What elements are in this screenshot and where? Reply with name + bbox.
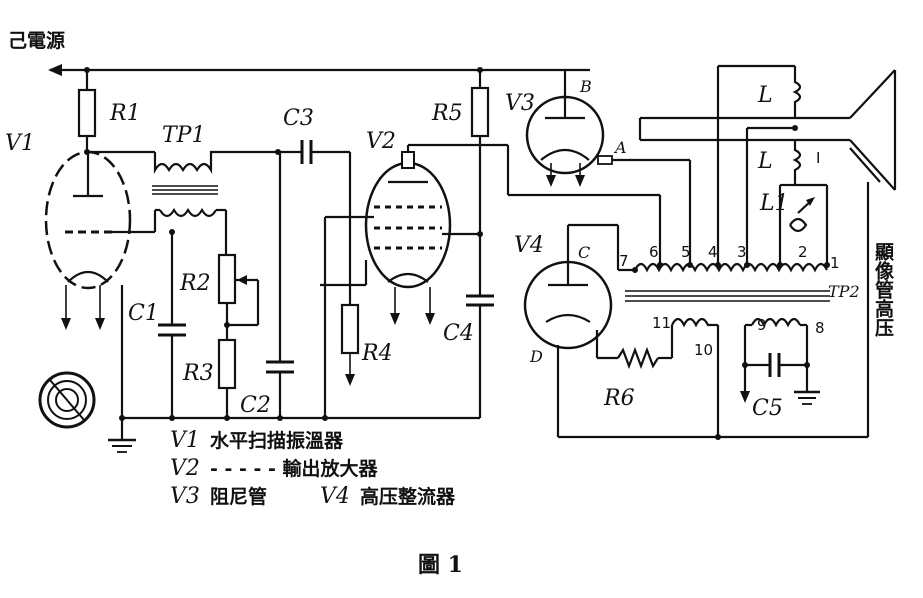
tap-number: 6 (649, 243, 659, 261)
capacitor-c2 (266, 152, 294, 418)
capacitor-c1 (158, 229, 186, 418)
ground-bus (108, 285, 480, 453)
legend-text: 阻尼管 (210, 485, 267, 508)
label-r5: R5 (431, 101, 463, 126)
label-c4: C4 (443, 321, 474, 346)
resistor-r1 (77, 70, 155, 155)
tube-v3 (506, 70, 692, 265)
figure-caption: 圖 1 (418, 552, 463, 578)
label-c5: C5 (752, 396, 783, 421)
label-d: D (529, 347, 543, 366)
tap-number: 11 (652, 314, 671, 332)
label-r4: R4 (361, 341, 393, 366)
tap-number: 1 (830, 254, 840, 272)
tap-number: 10 (694, 341, 713, 359)
transformer-tp2 (625, 262, 830, 437)
tube-v2 (320, 143, 508, 418)
tap-number: 9 (757, 316, 767, 334)
tap-number: 2 (798, 243, 808, 261)
legend-symbol: V2 (170, 456, 200, 481)
legend-symbol: V1 (170, 428, 200, 453)
label-c: C (578, 243, 590, 262)
legend-text: - - - - - 輸出放大器 (210, 457, 379, 480)
tap-number: 3 (737, 243, 747, 261)
tube-legend: V1 水平扫描振溫器 V2 - - - - - 輸出放大器 V3 阻尼管 V4 … (170, 428, 456, 509)
capacitor-c5 (740, 353, 820, 405)
label-r6: R6 (603, 386, 635, 411)
label-tp1: TP1 (162, 123, 205, 148)
supply-line (48, 64, 590, 76)
resistor-r4 (340, 290, 360, 386)
label-b: B (579, 77, 592, 96)
label-r2: R2 (179, 271, 211, 296)
label-r3: R3 (182, 361, 214, 386)
legend-text: 高压整流器 (360, 485, 456, 508)
resistor-r2-r3 (217, 253, 260, 418)
tap-number: 4 (708, 243, 718, 261)
legend-symbol: V4 (320, 484, 350, 509)
label-l-mid: L (757, 149, 773, 174)
label-tp2: TP2 (828, 282, 860, 301)
label-c3: C3 (283, 106, 314, 131)
label-c2: C2 (240, 393, 271, 418)
tube-v1 (44, 150, 155, 330)
label-a: A (613, 138, 627, 157)
label-v4: V4 (514, 233, 544, 258)
transformer-tp1 (152, 149, 281, 255)
resistor-r5-capacitor-c4 (466, 70, 494, 418)
power-source-label: 己電源 (8, 29, 65, 52)
label-v3: V3 (505, 91, 535, 116)
tap-numbers: 1 2 3 4 5 6 7 8 9 10 11 I (619, 149, 840, 359)
label-c1: C1 (128, 301, 159, 326)
label-l1: L1 (759, 191, 789, 216)
legend-text: 水平扫描振溫器 (210, 429, 344, 452)
tap-number: 7 (619, 252, 629, 270)
tap-number: 5 (681, 243, 691, 261)
label-v1: V1 (5, 131, 35, 156)
printer-seal-mark (38, 371, 96, 429)
legend-symbol: V3 (170, 484, 200, 509)
tap-number: 8 (815, 319, 825, 337)
label-r1: R1 (109, 101, 141, 126)
crt-neck-and-bulb (638, 69, 897, 191)
label-v2: V2 (366, 129, 396, 154)
tap-number: I (816, 149, 820, 167)
crt-hv-label: 顯像管高压 (872, 242, 894, 338)
capacitor-c3 (280, 140, 352, 290)
label-l-top: L (757, 83, 773, 108)
tube-v4 (523, 223, 674, 437)
hv-return-loop (558, 182, 870, 440)
deflection-coils (716, 64, 829, 265)
